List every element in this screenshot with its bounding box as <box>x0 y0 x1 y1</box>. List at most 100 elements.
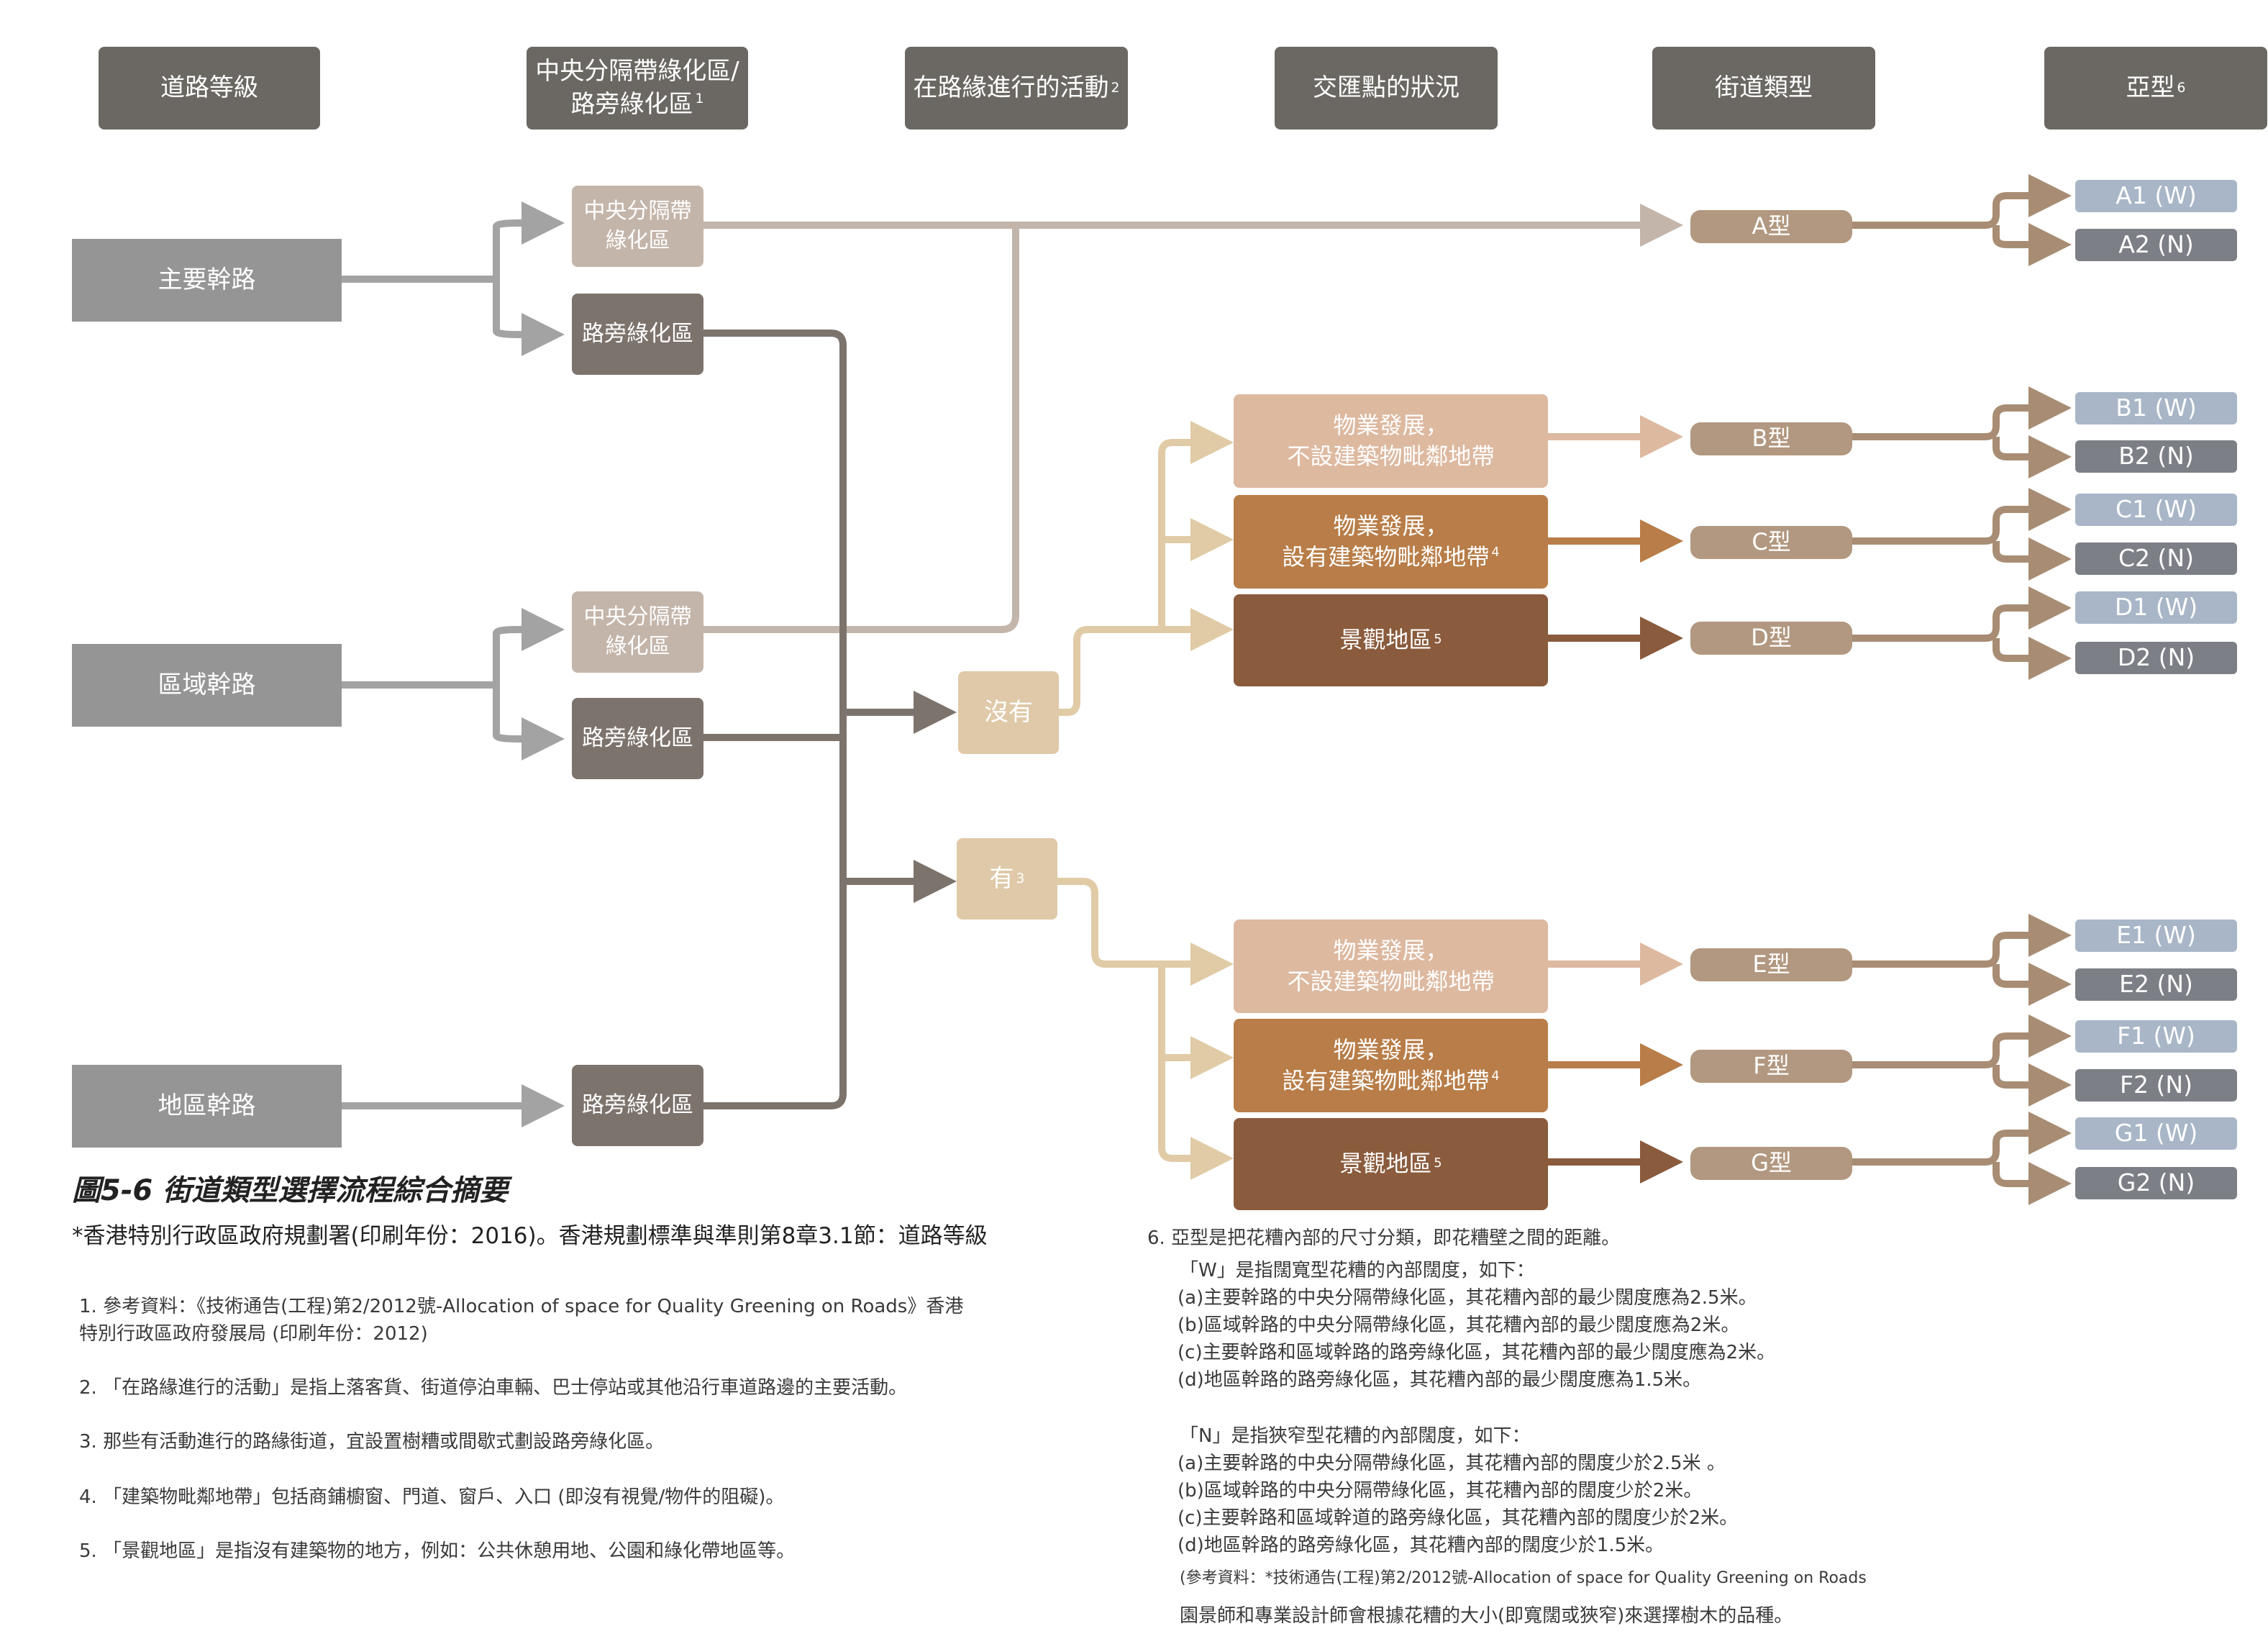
note-6-w-d: (d)地區幹路的路旁綠化區，其花糟內部的最少闊度應為1.5米。 <box>1178 1369 1702 1391</box>
subtype-b1: B1 (W) <box>2075 392 2237 424</box>
median-label-line2: 綠化區 <box>605 227 670 253</box>
condition-landscape-label: 景觀地區 <box>1339 626 1432 654</box>
note-6-n-c: (c)主要幹路和區域幹道的路旁綠化區，其花糟內部的闊度少於2米。 <box>1178 1507 1739 1529</box>
subtype-f2-label: F2 (N) <box>2120 1071 2192 1099</box>
condition-landscape-label: 景觀地區 <box>1339 1150 1432 1178</box>
note-5: 5. 「景觀地區」是指沒有建築物的地方，例如：公共休憩用地、公園和綠化帶地區等。 <box>79 1540 796 1562</box>
street-type-g: G型 <box>1690 1147 1852 1180</box>
header-junction-label: 交匯點的狀況 <box>1313 73 1459 102</box>
footnote-ref: 4 <box>1491 545 1500 560</box>
header-street-type-label: 街道類型 <box>1715 73 1813 102</box>
subtype-f2: F2 (N) <box>2075 1069 2237 1102</box>
street-type-a: A型 <box>1690 210 1852 243</box>
median-greening-district: 中央分隔帶 綠化區 <box>572 591 703 673</box>
note-6-w-intro: 「W」是指闊寬型花糟的內部闊度，如下： <box>1180 1260 1535 1281</box>
road-primary-label: 主要幹路 <box>158 265 256 294</box>
note-1-line2: 特別行政區政府發展局 (印刷年份：2012) <box>79 1323 428 1345</box>
footnote-ref: 2 <box>1111 80 1120 96</box>
note-6-n-a: (a)主要幹路的中央分隔帶綠化區，其花糟內部的闊度少於2.5米 。 <box>1178 1453 1726 1474</box>
street-type-f-label: F型 <box>1753 1052 1790 1080</box>
figure-title: 圖5-6 街道類型選擇流程綜合摘要 <box>72 1174 509 1207</box>
note-6-w-b: (b)區域幹路的中央分隔帶綠化區，其花糟內部的最少闊度應為2米。 <box>1178 1314 1740 1336</box>
subtype-e1-label: E1 (W) <box>2116 921 2196 950</box>
subtype-d2-label: D2 (N) <box>2117 643 2195 672</box>
condition-label-line2: 不設建築物毗鄰地帶 <box>1287 968 1495 995</box>
condition-dev-no-frontage-upper: 物業發展， 不設建築物毗鄰地帶 <box>1234 394 1548 488</box>
condition-label-line1: 物業發展， <box>1333 1035 1449 1063</box>
roadside-label: 路旁綠化區 <box>582 320 693 347</box>
median-label-line1: 中央分隔帶 <box>583 199 692 224</box>
header-road-class: 道路等級 <box>99 47 320 130</box>
subtype-e2-label: E2 (N) <box>2119 970 2193 999</box>
median-label-line1: 中央分隔帶 <box>583 604 692 630</box>
condition-label-line1: 物業發展， <box>1333 512 1449 540</box>
footnote-ref: 1 <box>695 91 704 107</box>
note-6-w-c: (c)主要幹路和區域幹路的路旁綠化區，其花糟內部的最少闊度應為2米。 <box>1178 1342 1776 1363</box>
header-activity-label: 在路緣進行的活動 <box>913 73 1109 102</box>
subtype-g2-label: G2 (N) <box>2117 1168 2195 1197</box>
subtype-g2: G2 (N) <box>2075 1167 2237 1199</box>
subtype-d1-label: D1 (W) <box>2114 593 2198 622</box>
subtype-g1-label: G1 (W) <box>2114 1119 2198 1148</box>
decision-no-label: 沒有 <box>984 697 1033 727</box>
note-6-w-a: (a)主要幹路的中央分隔帶綠化區，其花糟內部的最少闊度應為2.5米。 <box>1178 1287 1757 1309</box>
street-type-d: D型 <box>1690 622 1852 655</box>
decision-yes-label: 有 <box>989 863 1014 893</box>
subtype-d2: D2 (N) <box>2075 642 2237 674</box>
road-primary: 主要幹路 <box>72 239 342 322</box>
condition-dev-no-frontage-lower: 物業發展， 不設建築物毗鄰地帶 <box>1234 919 1548 1013</box>
decision-no-activity: 沒有 <box>958 671 1059 754</box>
subtype-b2-label: B2 (N) <box>2118 442 2194 471</box>
header-greening-line1: 中央分隔帶綠化區/ <box>535 56 739 86</box>
street-type-e: E型 <box>1690 948 1852 981</box>
subtype-f1: F1 (W) <box>2075 1020 2237 1053</box>
note-6-n-intro: 「N」是指狹窄型花糟的內部闊度，如下： <box>1180 1425 1531 1447</box>
footnote-ref: 5 <box>1434 1156 1442 1171</box>
roadside-label: 路旁綠化區 <box>582 1091 693 1118</box>
figure-source: *香港特別行政區政府規劃署(印刷年份：2016)。香港規劃標準與準則第8章3.1… <box>72 1223 988 1249</box>
footnote-ref: 6 <box>2177 80 2186 96</box>
note-6-closing: 園景師和專業設計師會根據花糟的大小(即寬闊或狹窄)來選擇樹木的品種。 <box>1180 1605 1793 1627</box>
roadside-greening-primary: 路旁綠化區 <box>572 294 703 375</box>
note-6-reference: (參考資料：*技術通告(工程)第2/2012號-Allocation of sp… <box>1180 1569 1867 1587</box>
header-street-type: 街道類型 <box>1652 47 1875 130</box>
roadside-greening-district: 路旁綠化區 <box>572 698 703 779</box>
subtype-a1: A1 (W) <box>2075 180 2237 212</box>
subtype-a2-label: A2 (N) <box>2118 230 2194 259</box>
note-4: 4. 「建築物毗鄰地帶」包括商鋪櫥窗、門道、窗戶、入口 (即沒有視覺/物件的阻礙… <box>79 1486 785 1508</box>
subtype-e2: E2 (N) <box>2075 968 2237 1001</box>
street-type-a-label: A型 <box>1752 212 1791 240</box>
subtype-a1-label: A1 (W) <box>2116 181 2197 210</box>
subtype-b1-label: B1 (W) <box>2116 394 2197 422</box>
street-type-c: C型 <box>1690 526 1852 559</box>
condition-label-line2: 設有建築物毗鄰地帶 <box>1282 1067 1490 1094</box>
street-type-b-label: B型 <box>1752 424 1791 453</box>
street-type-g-label: G型 <box>1751 1149 1792 1177</box>
median-label-line2: 綠化區 <box>605 633 670 659</box>
header-road-class-label: 道路等級 <box>160 73 258 102</box>
footnote-ref: 3 <box>1016 871 1025 886</box>
condition-label-line2: 不設建築物毗鄰地帶 <box>1287 442 1495 470</box>
note-3: 3. 那些有活動進行的路緣街道，宜設置樹糟或間歇式劃設路旁綠化區。 <box>79 1431 665 1453</box>
roadside-label: 路旁綠化區 <box>582 725 693 751</box>
subtype-g1: G1 (W) <box>2075 1117 2237 1150</box>
note-2: 2. 「在路緣進行的活動」是指上落客貨、街道停泊車輛、巴士停站或其他沿行車道路邊… <box>79 1377 908 1399</box>
street-type-d-label: D型 <box>1751 624 1792 652</box>
subtype-d1: D1 (W) <box>2075 591 2237 624</box>
header-greening-line2: 路旁綠化區 <box>570 89 693 119</box>
roadside-greening-local: 路旁綠化區 <box>572 1065 703 1146</box>
subtype-e1: E1 (W) <box>2075 919 2237 952</box>
road-local: 地區幹路 <box>72 1065 342 1148</box>
condition-label-line2: 設有建築物毗鄰地帶 <box>1282 543 1490 571</box>
subtype-c1: C1 (W) <box>2075 494 2237 526</box>
street-type-c-label: C型 <box>1752 528 1791 556</box>
footnote-ref: 4 <box>1491 1069 1500 1084</box>
subtype-a2: A2 (N) <box>2075 229 2237 261</box>
